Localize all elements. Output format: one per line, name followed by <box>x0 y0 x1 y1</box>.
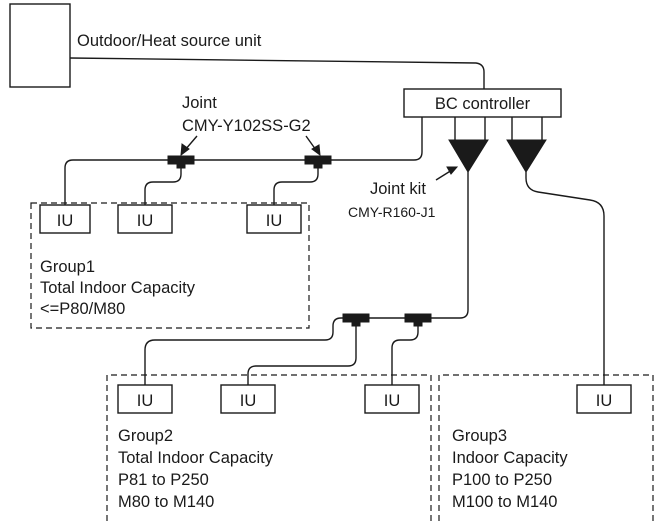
group1-branch-iu2 <box>144 166 182 205</box>
joint-callout-arrowhead-b <box>311 144 321 157</box>
outdoor-to-bc-pipe <box>69 57 485 89</box>
indoor-unit-label: IU <box>266 212 283 230</box>
joint-kit-callout-arrowhead <box>446 166 459 175</box>
indoor-unit-label: IU <box>384 392 401 410</box>
group1-indoor-unit-3 <box>246 204 302 234</box>
group2-name: Group2 <box>118 427 173 445</box>
group2-branch-iu2 <box>247 324 357 385</box>
indoor-unit-label: IU <box>137 392 154 410</box>
joint-group2-a <box>342 313 370 327</box>
group3-boundary <box>438 374 654 521</box>
group2-main-pipe <box>144 172 469 385</box>
bc-controller-box <box>403 88 562 118</box>
joint-kit-1 <box>448 139 489 173</box>
joint-callout-model: CMY-Y102SS-G2 <box>182 117 311 135</box>
group1-indoor-unit-2 <box>117 204 173 234</box>
outdoor-unit-label: Outdoor/Heat source unit <box>77 32 262 50</box>
group2-branch-iu3 <box>391 324 419 385</box>
indoor-unit-label: IU <box>240 392 257 410</box>
joint-kit-callout-title: Joint kit <box>370 180 426 198</box>
joint-kit-2 <box>506 139 547 173</box>
indoor-unit-label: IU <box>596 392 613 410</box>
joint-callout-title: Joint <box>182 94 217 112</box>
group1-indoor-unit-1 <box>39 204 91 234</box>
bc-port-stubs <box>454 117 543 140</box>
group3-capacity-p-range: P100 to P250 <box>452 471 552 489</box>
group1-name: Group1 <box>40 258 95 276</box>
group1-capacity-title: Total Indoor Capacity <box>40 279 196 297</box>
group3-pipe <box>525 172 605 385</box>
indoor-unit-label: IU <box>57 212 74 230</box>
group2-capacity-p-range: P81 to P250 <box>118 471 209 489</box>
group1-boundary <box>30 202 310 329</box>
group3-indoor-unit-1 <box>576 384 632 414</box>
joint-group1-a <box>167 155 195 169</box>
bc-controller-label: BC controller <box>435 95 531 113</box>
group2-capacity-m-range: M80 to M140 <box>118 493 214 511</box>
joint-callout-arrowhead-a <box>180 143 190 157</box>
group2-capacity-title: Total Indoor Capacity <box>118 449 274 467</box>
joint-kit-callout-model: CMY-R160-J1 <box>348 204 436 220</box>
group2-indoor-unit-2 <box>220 384 276 414</box>
group2-indoor-unit-1 <box>117 384 173 414</box>
group2-boundary <box>106 374 432 521</box>
outdoor-unit-box <box>9 3 71 88</box>
group1-capacity-range: <=P80/M80 <box>40 300 125 318</box>
joint-group1-b <box>304 155 332 169</box>
group1-main-pipe <box>64 117 423 205</box>
group3-capacity-m-range: M100 to M140 <box>452 493 557 511</box>
group3-name: Group3 <box>452 427 507 445</box>
group2-indoor-unit-3 <box>364 384 420 414</box>
group3-capacity-title: Indoor Capacity <box>452 449 568 467</box>
indoor-unit-label: IU <box>137 212 154 230</box>
group1-branch-iu3 <box>273 166 319 205</box>
joint-group2-b <box>404 313 432 327</box>
